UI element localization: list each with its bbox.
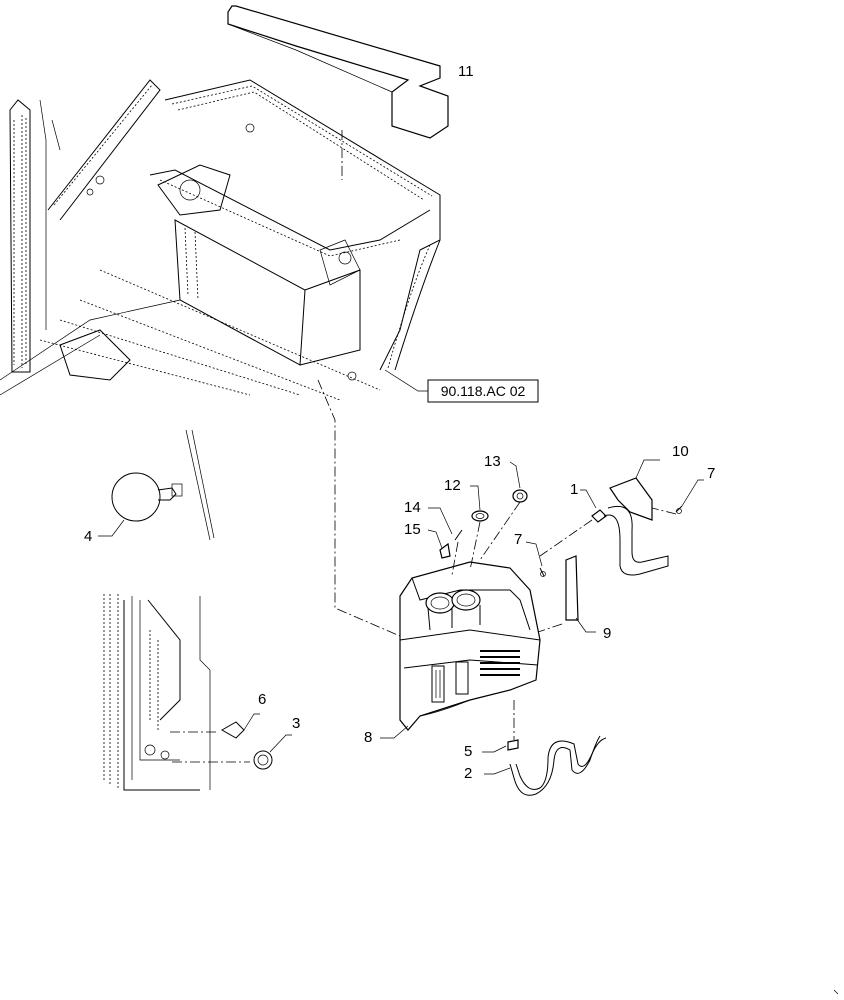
side-frame-detail xyxy=(103,594,292,791)
callout-2: 2 xyxy=(464,765,472,782)
item-11-pad xyxy=(227,5,449,139)
callout-8: 8 xyxy=(364,729,372,746)
callout-15: 15 xyxy=(404,521,421,538)
callout-4: 4 xyxy=(84,528,92,545)
item-4-clamp xyxy=(98,429,215,541)
callout-3: 3 xyxy=(292,715,300,732)
callout-1: 1 xyxy=(570,481,578,498)
callout-6: 6 xyxy=(258,691,266,708)
callout-7-right: 7 xyxy=(707,465,715,482)
reference-label: 90.118.AC 02 xyxy=(441,383,526,399)
drain-hose xyxy=(482,700,607,796)
hose-and-bracket xyxy=(525,459,704,633)
callout-9: 9 xyxy=(603,625,611,642)
callout-7-middle: 7 xyxy=(514,531,522,548)
callout-13: 13 xyxy=(484,453,501,470)
center-line xyxy=(317,379,401,637)
cab-platform-drawing xyxy=(0,79,441,401)
reference-box[interactable]: 90.118.AC 02 xyxy=(384,369,539,403)
callout-10: 10 xyxy=(672,443,689,460)
item-8-tank xyxy=(380,561,541,739)
callout-11: 11 xyxy=(458,63,474,80)
tank-fittings xyxy=(427,461,528,576)
callout-5: 5 xyxy=(464,743,472,760)
callout-14: 14 xyxy=(404,499,421,516)
callout-12: 12 xyxy=(444,477,461,494)
